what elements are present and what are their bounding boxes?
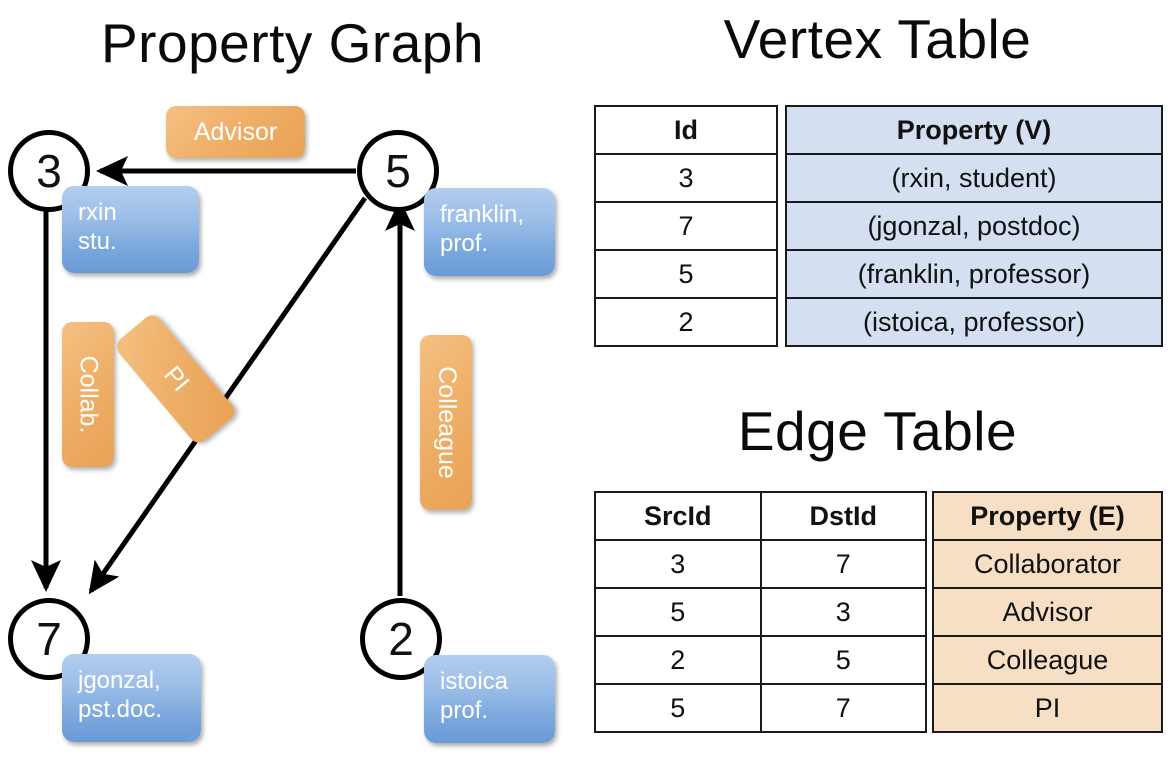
node-property-box-3[interactable]: rxin stu. (62, 186, 199, 273)
edge-table-id-columns: SrcId DstId 3 7 5 3 2 5 5 7 (594, 491, 927, 733)
table-row: Advisor (932, 587, 1163, 637)
vertex-cell-property: (franklin, professor) (785, 249, 1163, 299)
node-property-line1: istoica (440, 668, 509, 695)
table-header-row: Property (E) (932, 491, 1163, 541)
edge-label-text: PI (157, 360, 195, 397)
edge-header-srcid: SrcId (594, 491, 762, 541)
table-row: 5 3 (594, 587, 927, 637)
edge-table-property-column: Property (E) Collaborator Advisor Collea… (932, 491, 1163, 733)
edge-label-colleague[interactable]: Colleague (420, 335, 472, 510)
node-property-line2: stu. (78, 228, 117, 255)
node-property-line1: franklin, (440, 201, 525, 228)
edge-label-collab[interactable]: Collab. (62, 322, 114, 467)
table-row: (franklin, professor) (785, 249, 1163, 299)
node-property-box-5[interactable]: franklin, prof. (424, 188, 555, 276)
table-row: 7 (594, 201, 778, 251)
edge-cell-property: Advisor (932, 587, 1163, 637)
vertex-table-property-column: Property (V) (rxin, student) (jgonzal, p… (785, 105, 1163, 347)
edge-header-property: Property (E) (932, 491, 1163, 541)
vertex-header-property: Property (V) (785, 105, 1163, 155)
table-header-row: Property (V) (785, 105, 1163, 155)
node-property-line2: prof. (440, 230, 489, 257)
table-header-row: Id (594, 105, 778, 155)
table-row: (jgonzal, postdoc) (785, 201, 1163, 251)
table-row: Collaborator (932, 539, 1163, 589)
edge-cell-dstid: 3 (759, 587, 927, 637)
vertex-cell-id: 3 (594, 153, 778, 203)
edge-cell-srcid: 5 (594, 683, 762, 733)
edge-label-text: Colleague (432, 366, 461, 479)
edge-5-to-7-pi (88, 196, 368, 595)
node-property-box-7[interactable]: jgonzal, pst.doc. (62, 654, 201, 742)
edge-label-text: Collab. (74, 355, 103, 434)
vertex-cell-id: 7 (594, 201, 778, 251)
node-property-line1: rxin (78, 199, 117, 226)
edge-cell-srcid: 2 (594, 635, 762, 685)
vertex-table-id-column: Id 3 7 5 2 (594, 105, 778, 347)
table-row: 2 5 (594, 635, 927, 685)
table-row: 2 (594, 297, 778, 347)
edge-cell-property: PI (932, 683, 1163, 733)
edge-cell-dstid: 7 (759, 539, 927, 589)
table-row: 3 7 (594, 539, 927, 589)
node-property-line2: prof. (440, 697, 489, 724)
page-title-vertex-table: Vertex Table (723, 8, 1032, 70)
edge-cell-property: Collaborator (932, 539, 1163, 589)
vertex-header-id: Id (594, 105, 778, 155)
table-row: (istoica, professor) (785, 297, 1163, 347)
vertex-cell-property: (istoica, professor) (785, 297, 1163, 347)
vertex-cell-property: (rxin, student) (785, 153, 1163, 203)
edge-cell-property: Colleague (932, 635, 1163, 685)
vertex-cell-id: 2 (594, 297, 778, 347)
table-row: PI (932, 683, 1163, 733)
graph-edges (31, 156, 415, 596)
page-title-edge-table: Edge Table (737, 400, 1018, 462)
table-row: 3 (594, 153, 778, 203)
edge-header-dstid: DstId (759, 491, 927, 541)
edge-cell-srcid: 3 (594, 539, 762, 589)
edge-cell-srcid: 5 (594, 587, 762, 637)
page-title-property-graph: Property Graph (100, 12, 484, 74)
table-header-row: SrcId DstId (594, 491, 927, 541)
edge-label-advisor[interactable]: Advisor (166, 106, 305, 158)
table-row: 5 7 (594, 683, 927, 733)
vertex-cell-property: (jgonzal, postdoc) (785, 201, 1163, 251)
graph-node-2[interactable]: 2 (360, 598, 442, 680)
edge-cell-dstid: 5 (759, 635, 927, 685)
node-property-line1: jgonzal, (78, 667, 161, 694)
vertex-cell-id: 5 (594, 249, 778, 299)
node-property-line2: pst.doc. (78, 696, 163, 723)
table-row: Colleague (932, 635, 1163, 685)
edge-cell-dstid: 7 (759, 683, 927, 733)
node-property-box-2[interactable]: istoica prof. (424, 655, 555, 743)
table-row: (rxin, student) (785, 153, 1163, 203)
table-row: 5 (594, 249, 778, 299)
edge-label-text: Advisor (193, 117, 278, 146)
